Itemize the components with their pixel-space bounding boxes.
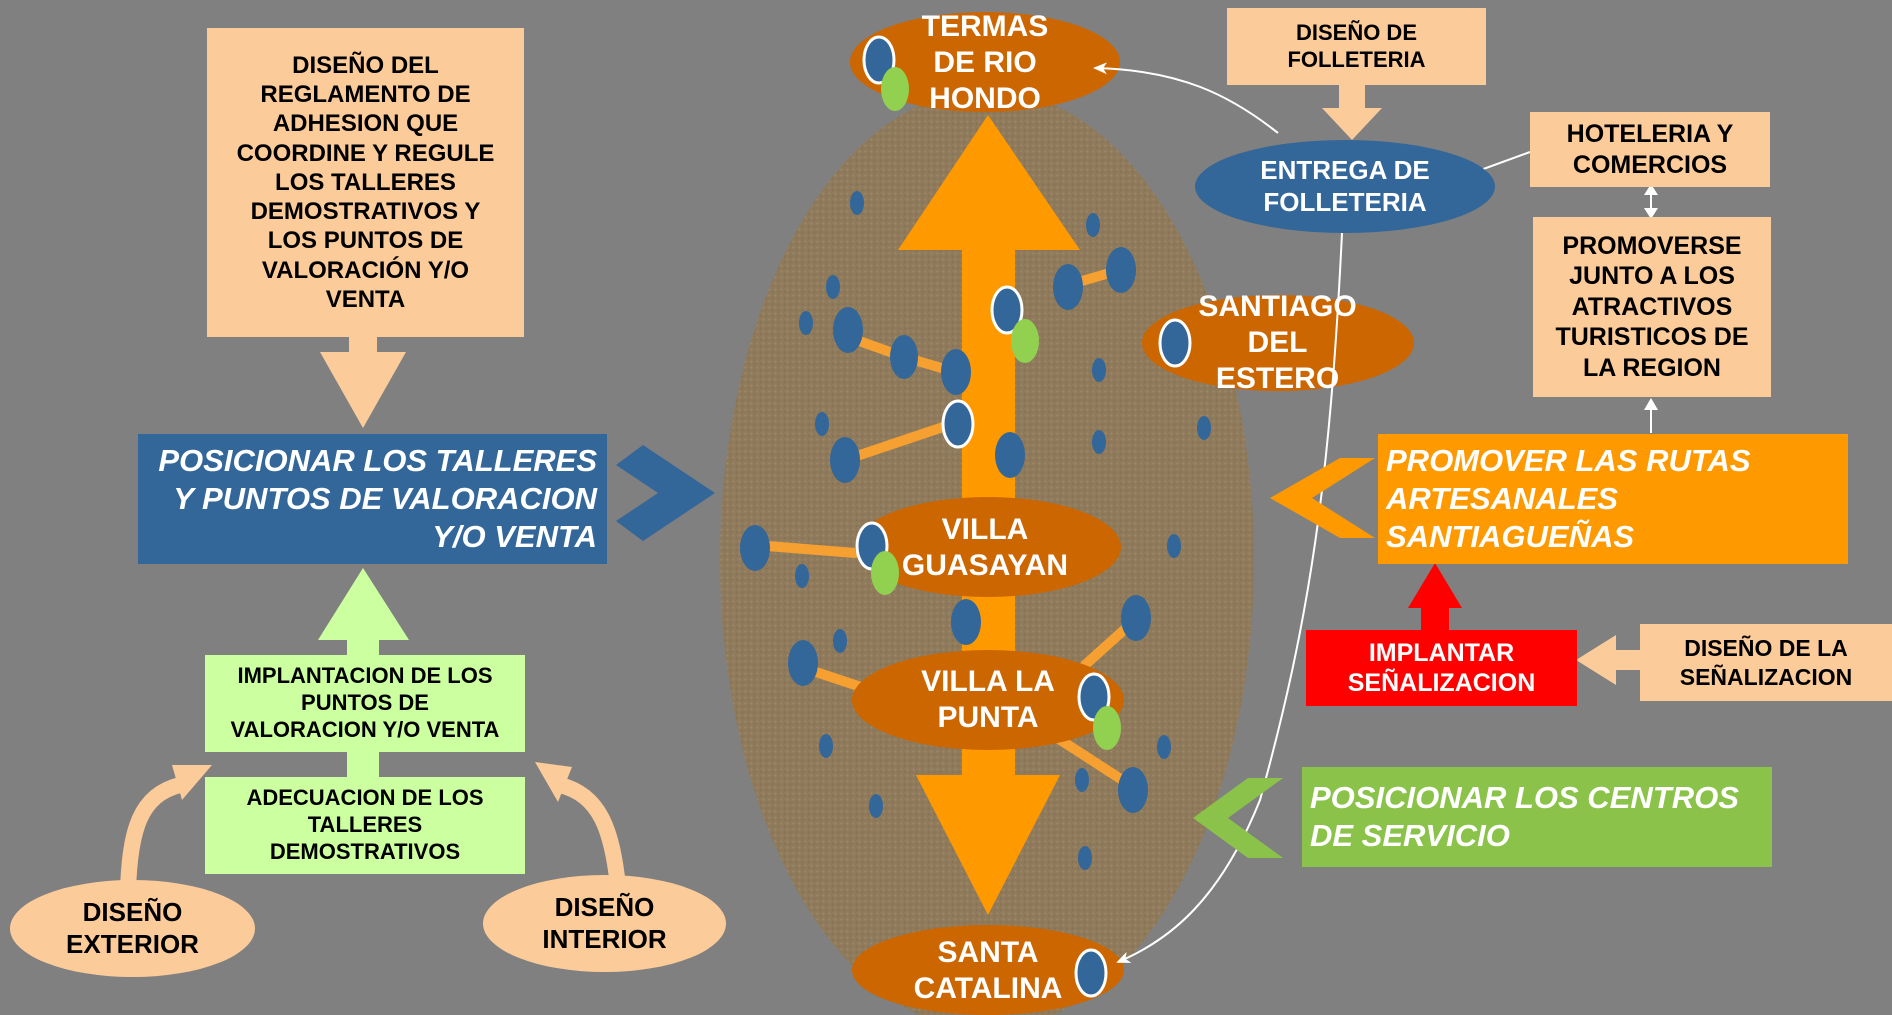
termas-label: TERMAS DE RIO HONDO xyxy=(921,10,1049,115)
promover-rutas-box: PROMOVER LAS RUTAS ARTESANALES SANTIAGUE… xyxy=(1378,434,1848,564)
posicionar-centros-box: POSICIONAR LOS CENTROS DE SERVICIO xyxy=(1302,767,1772,867)
diseno-interior-oval: DISEÑO INTERIOR xyxy=(483,875,726,972)
arrow-reglamento-down xyxy=(320,337,406,428)
hoteleria-box: HOTELERIA Y COMERCIOS xyxy=(1530,112,1770,187)
posicionar-talleres-box: POSICIONAR LOS TALLERES Y PUNTOS DE VALO… xyxy=(138,434,607,564)
termas-oval[interactable] xyxy=(850,12,1120,112)
santa-catalina-oval[interactable] xyxy=(852,925,1124,1015)
entrega-folleteria-oval[interactable]: ENTREGA DE FOLLETERIA xyxy=(1195,140,1495,233)
villa-la-punta-oval[interactable] xyxy=(852,650,1124,750)
implantacion-box: IMPLANTACION DE LOS PUNTOS DE VALORACION… xyxy=(205,655,525,752)
arrow-promover-to-promoverse-head xyxy=(1644,398,1658,410)
promoverse-box: PROMOVERSE JUNTO A LOS ATRACTIVOS TURIST… xyxy=(1533,217,1771,397)
arrow-implantacion-up xyxy=(318,568,409,655)
arrow-exterior-curve xyxy=(120,777,183,891)
connector-implantacion-adecuacion xyxy=(347,752,379,777)
arrow-interior-head xyxy=(535,762,572,802)
implantar-senalizacion-box: IMPLANTAR SEÑALIZACION xyxy=(1306,630,1577,706)
arrow-posicionar-right xyxy=(616,445,715,541)
arrow-folleteria-down xyxy=(1322,85,1382,140)
arrow-diseno-senalizacion-left xyxy=(1576,635,1640,685)
villa-la-punta-label: VILLA LA PUNTA xyxy=(921,664,1055,734)
santa-catalina-label: SANTA CATALINA xyxy=(913,936,1063,1005)
arrow-exterior-head xyxy=(172,765,212,800)
arrow-entrega-to-termas xyxy=(1093,62,1279,134)
diseno-folleteria-box: DISEÑO DE FOLLETERIA xyxy=(1227,8,1486,85)
arrow-hoteleria-promoverse-head-down xyxy=(1644,208,1658,219)
green-markers xyxy=(871,67,1121,750)
service-center-markers xyxy=(855,35,1192,998)
arrow-senalizacion-up xyxy=(1408,563,1462,630)
santiago-label: SANTIAGO DEL ESTERO xyxy=(1198,290,1357,395)
arrow-hoteleria-promoverse-head-up xyxy=(1644,184,1658,195)
reglamento-box: DISEÑO DEL REGLAMENTO DE ADHESION QUE CO… xyxy=(207,28,524,337)
arrow-centros-left xyxy=(1193,778,1283,858)
adecuacion-box: ADECUACION DE LOS TALLERES DEMOSTRATIVOS xyxy=(205,777,525,874)
posicionar-centros-label: POSICIONAR LOS CENTROS DE SERVICIO xyxy=(1310,780,1739,853)
diseno-exterior-oval: DISEÑO EXTERIOR xyxy=(10,880,255,977)
blue-points xyxy=(740,191,1211,870)
posicionar-talleres-label: POSICIONAR LOS TALLERES Y PUNTOS DE VALO… xyxy=(158,443,597,554)
diseno-senalizacion-box: DISEÑO DE LA SEÑALIZACION xyxy=(1640,624,1892,701)
villa-guasayan-oval[interactable] xyxy=(855,497,1121,597)
villa-guasayan-label: VILLA GUASAYAN xyxy=(901,512,1069,582)
arrow-entrega-to-santa-catalina xyxy=(1116,232,1343,963)
santiago-oval[interactable] xyxy=(1142,295,1414,391)
arrow-interior-curve xyxy=(557,777,626,887)
promover-rutas-label: PROMOVER LAS RUTAS ARTESANALES SANTIAGUE… xyxy=(1386,443,1751,554)
arrow-promover-left xyxy=(1270,458,1375,538)
